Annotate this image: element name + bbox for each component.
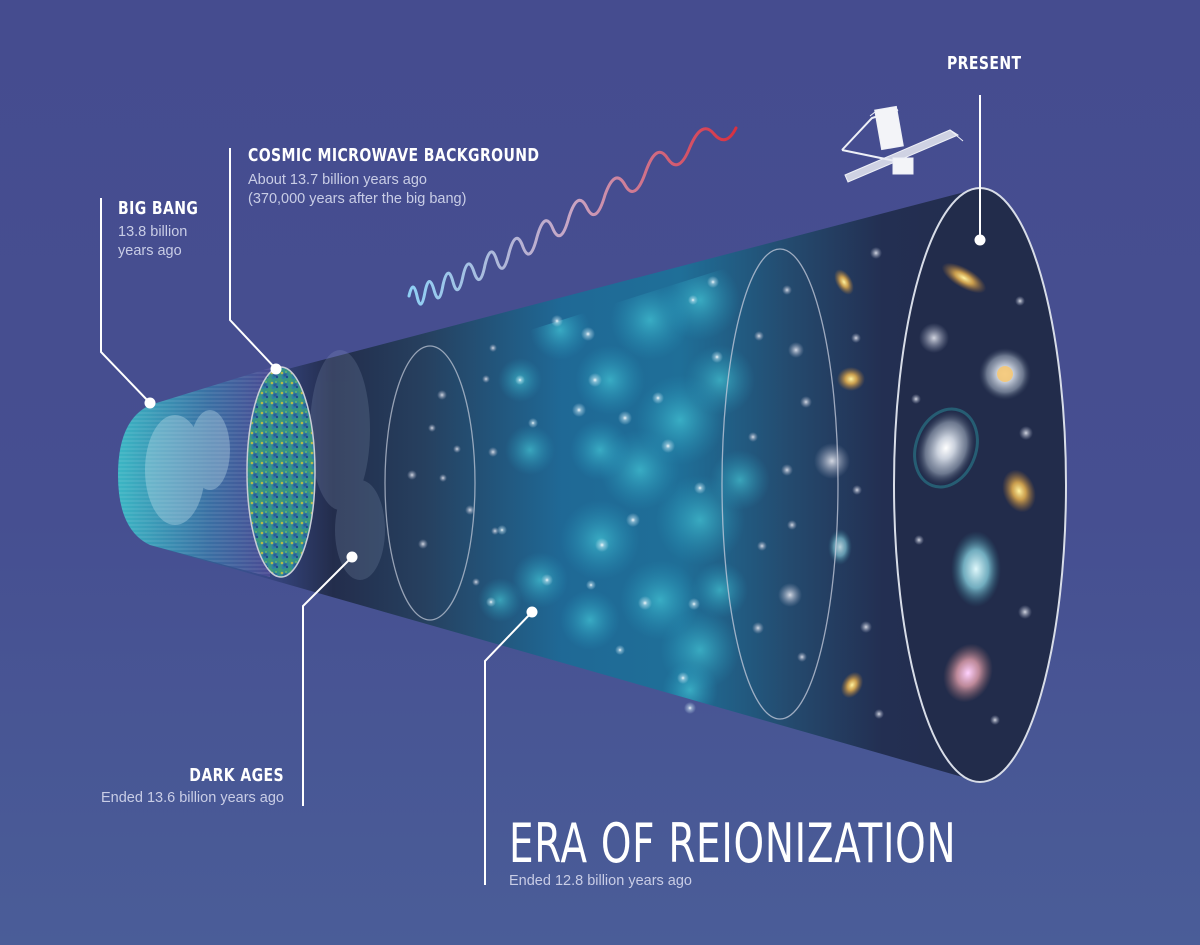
dark-ages-leader-line: [302, 556, 353, 806]
present-marker: [974, 234, 986, 246]
cmb-title: COSMIC MICROWAVE BACKGROUND: [248, 145, 540, 166]
big-bang-time-line1: 13.8 billion: [118, 224, 188, 240]
expanding-universe-cone: [118, 187, 1067, 783]
cosmic-microwave-background-map: [246, 366, 316, 578]
cmb-time-line1: About 13.7 billion years ago: [248, 172, 427, 188]
reionization-label: ERA OF REIONIZATION Ended 12.8 billion y…: [509, 812, 1130, 891]
big-bang-marker: [144, 397, 156, 409]
reionization-title: ERA OF REIONIZATION: [509, 812, 957, 875]
big-bang-leader-line: [100, 198, 151, 404]
cmb-time-line2: (370,000 years after the big bang): [248, 191, 467, 207]
cmb-leader-line: [229, 148, 277, 370]
dark-ages-marker: [346, 551, 358, 563]
present-label: PRESENT: [947, 53, 1042, 74]
present-day-galaxies: [911, 262, 1036, 725]
big-bang-title: BIG BANG: [118, 198, 199, 219]
redshift-light-wave: [407, 126, 738, 306]
big-bang-time-line2: years ago: [118, 243, 182, 259]
dark-ages-label: DARK AGES Ended 13.6 billion years ago: [101, 765, 284, 808]
james-webb-telescope-icon: [841, 105, 964, 183]
reionization-leader-line: [484, 611, 533, 885]
reionization-time: Ended 12.8 billion years ago: [509, 873, 692, 889]
present-title: PRESENT: [947, 53, 1022, 74]
big-bang-label: BIG BANG 13.8 billion years ago: [118, 198, 221, 261]
dark-ages-title: DARK AGES: [189, 765, 284, 786]
reionization-marker: [526, 606, 538, 618]
cmb-label: COSMIC MICROWAVE BACKGROUND About 13.7 b…: [248, 145, 622, 209]
dark-ages-time: Ended 13.6 billion years ago: [101, 790, 284, 806]
cmb-marker: [270, 363, 282, 375]
